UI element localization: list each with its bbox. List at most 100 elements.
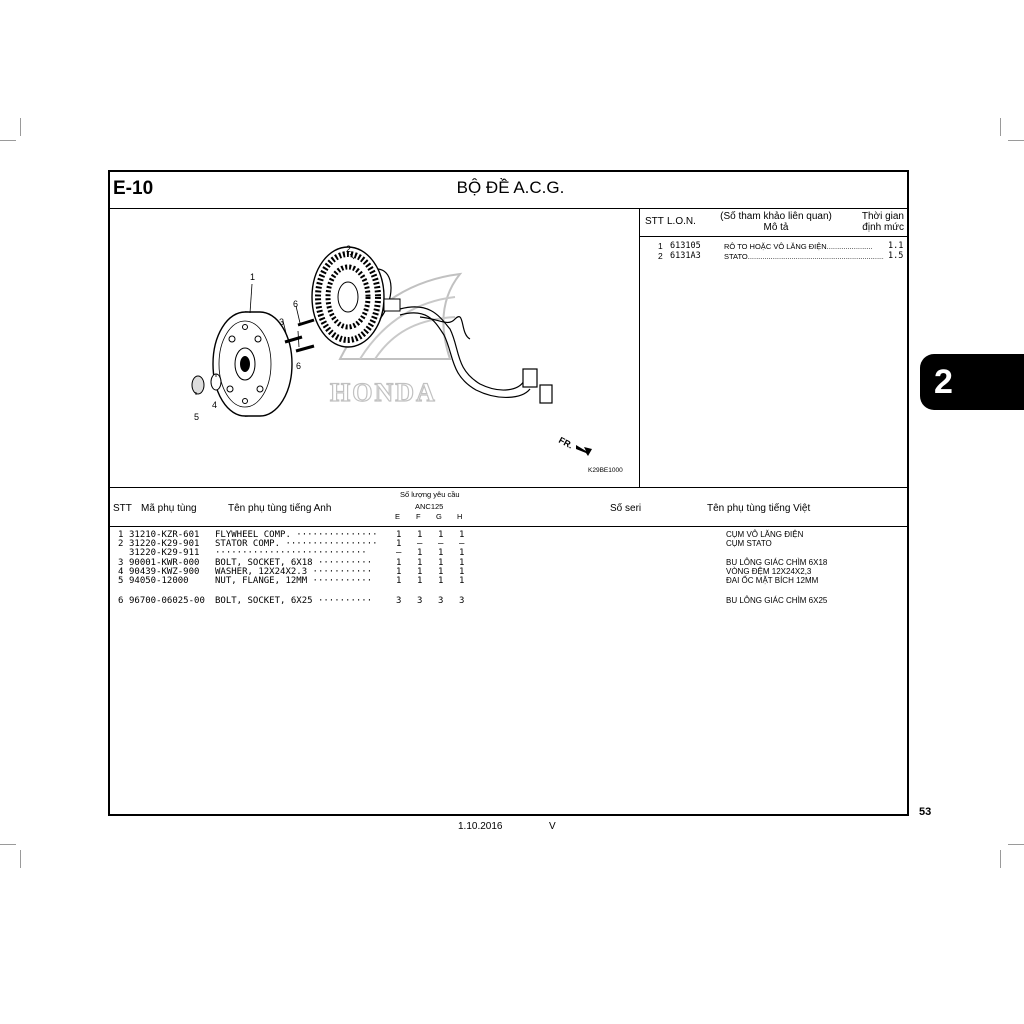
- ref-row: 1: [658, 241, 663, 251]
- bolt-part: [284, 318, 315, 353]
- part-stt: 2: [118, 539, 124, 549]
- callout-2: 2: [346, 244, 351, 254]
- divider: [110, 208, 907, 209]
- part-qty: –: [438, 539, 444, 549]
- ref-time: 1.5: [888, 251, 904, 261]
- part-qty: 1: [438, 567, 444, 577]
- ref-desc: STATO...................................…: [724, 252, 884, 261]
- crop-mark: [1000, 118, 1001, 136]
- divider: [110, 526, 907, 527]
- divider: [639, 236, 907, 237]
- part-stt: 5: [118, 576, 124, 586]
- col-name-vn: Tên phụ tùng tiếng Việt: [707, 503, 811, 514]
- col-name-en: Tên phụ tùng tiếng Anh: [228, 503, 332, 514]
- part-name-vn: BU LÔNG GIÁC CHÌM 6X18: [726, 558, 828, 567]
- part-qty: 1: [438, 558, 444, 568]
- callout-6: 6: [293, 299, 298, 309]
- part-name-vn: VÒNG ĐỆM 12X24X2,3: [726, 567, 812, 576]
- ref-lon: 613105: [670, 241, 701, 251]
- section-tab: 2: [920, 354, 1024, 410]
- part-name-en: NUT, FLANGE, 12MM ···········: [215, 576, 373, 586]
- part-qty: –: [417, 539, 423, 549]
- part-name-en: WASHER, 12X24X2.3 ···········: [215, 567, 373, 577]
- crop-mark: [1008, 844, 1024, 845]
- part-qty: 1: [417, 576, 423, 586]
- ref-time: 1.1: [888, 241, 904, 251]
- col-stt: STT: [113, 503, 132, 514]
- ref-lon: 6131A3: [670, 251, 701, 261]
- part-number: 31210-KZR-601: [129, 530, 200, 540]
- ref-row: 2: [658, 251, 663, 261]
- qty-col-h: H: [457, 512, 463, 521]
- diagram-code: K29BE1000: [588, 467, 623, 474]
- crop-mark: [0, 844, 16, 845]
- ref-col-time: Thời gian định mức: [850, 211, 904, 233]
- page-frame: E-10 BỘ ĐỀ A.C.G. STT L.O.N. (Số tham kh…: [108, 170, 909, 816]
- ref-col-desc-line2: Mô tả: [763, 222, 789, 233]
- part-stt: 4: [118, 567, 124, 577]
- nut-part: [191, 375, 205, 395]
- part-name-vn: BU LÔNG GIÁC CHÌM 6X25: [726, 596, 828, 605]
- part-qty: 1: [459, 576, 465, 586]
- callout-6: 6: [296, 361, 301, 371]
- part-qty: –: [459, 539, 465, 549]
- qty-col-g: G: [436, 512, 442, 521]
- part-name-en: BOLT, SOCKET, 6X18 ··········: [215, 558, 373, 568]
- callout-3: 3: [279, 317, 284, 327]
- ref-col-stt: STT: [645, 216, 664, 227]
- part-qty: 1: [438, 530, 444, 540]
- part-qty: 3: [459, 596, 465, 606]
- part-qty: 1: [396, 558, 402, 568]
- ref-stt: 1: [658, 241, 663, 251]
- flywheel-part: [212, 311, 293, 417]
- part-number: 31220-K29-911: [129, 548, 200, 558]
- part-number: 31220-K29-901: [129, 539, 200, 549]
- fr-label: FR.: [557, 435, 574, 451]
- part-qty: 1: [417, 558, 423, 568]
- part-qty: 1: [396, 567, 402, 577]
- qty-col-f: F: [416, 512, 421, 521]
- part-name-vn: CỤM STATO: [726, 539, 772, 548]
- page-number: 53: [919, 806, 932, 818]
- divider: [110, 487, 907, 488]
- part-stt: 3: [118, 558, 124, 568]
- part-qty: 1: [459, 567, 465, 577]
- ref-col-lon: L.O.N.: [667, 216, 696, 227]
- qty-col-e: E: [395, 512, 401, 521]
- crop-mark: [20, 850, 21, 868]
- part-name-vn: CỤM VÔ LĂNG ĐIỆN: [726, 530, 804, 539]
- part-qty: 3: [396, 596, 402, 606]
- qty-header: Số lượng yêu cầu: [400, 490, 460, 499]
- wire-harness: [399, 306, 553, 404]
- part-qty: 1: [438, 576, 444, 586]
- section-code: E-10: [113, 178, 154, 199]
- part-qty: 1: [417, 548, 423, 558]
- leader-lines: [195, 253, 355, 395]
- ref-col-desc-line1: (Số tham khảo liên quan): [720, 211, 832, 222]
- crop-mark: [0, 140, 16, 141]
- ref-col-desc: (Số tham khảo liên quan) Mô tả: [706, 211, 846, 233]
- crop-mark: [20, 118, 21, 136]
- part-qty: 3: [417, 596, 423, 606]
- part-qty: 1: [396, 576, 402, 586]
- callout-1: 1: [250, 272, 255, 282]
- part-number: 94050-12000: [129, 576, 189, 586]
- part-qty: 1: [438, 548, 444, 558]
- part-qty: 1: [417, 567, 423, 577]
- part-stt: 6: [118, 596, 124, 606]
- callout-4: 4: [212, 400, 217, 410]
- col-part-no: Mã phụ tùng: [141, 503, 197, 514]
- part-name-en: BOLT, SOCKET, 6X25 ··········: [215, 596, 373, 606]
- crop-mark: [1000, 850, 1001, 868]
- page-title: BỘ ĐỀ A.C.G.: [456, 178, 565, 197]
- part-qty: 1: [459, 548, 465, 558]
- ref-desc: RÔ TO HOẶC VÔ LĂNG ĐIỆN.................…: [724, 242, 873, 251]
- part-number: 90001-KWR-000: [129, 558, 200, 568]
- exploded-diagram: HONDA: [191, 244, 623, 474]
- part-name-en: STATOR COMP. ·················: [215, 539, 378, 549]
- part-qty: 1: [417, 530, 423, 540]
- part-qty: 1: [396, 539, 402, 549]
- part-qty: 1: [459, 558, 465, 568]
- part-name-vn: ĐAI ỐC MẶT BÍCH 12MM: [726, 576, 819, 585]
- part-number: 90439-KWZ-900: [129, 567, 200, 577]
